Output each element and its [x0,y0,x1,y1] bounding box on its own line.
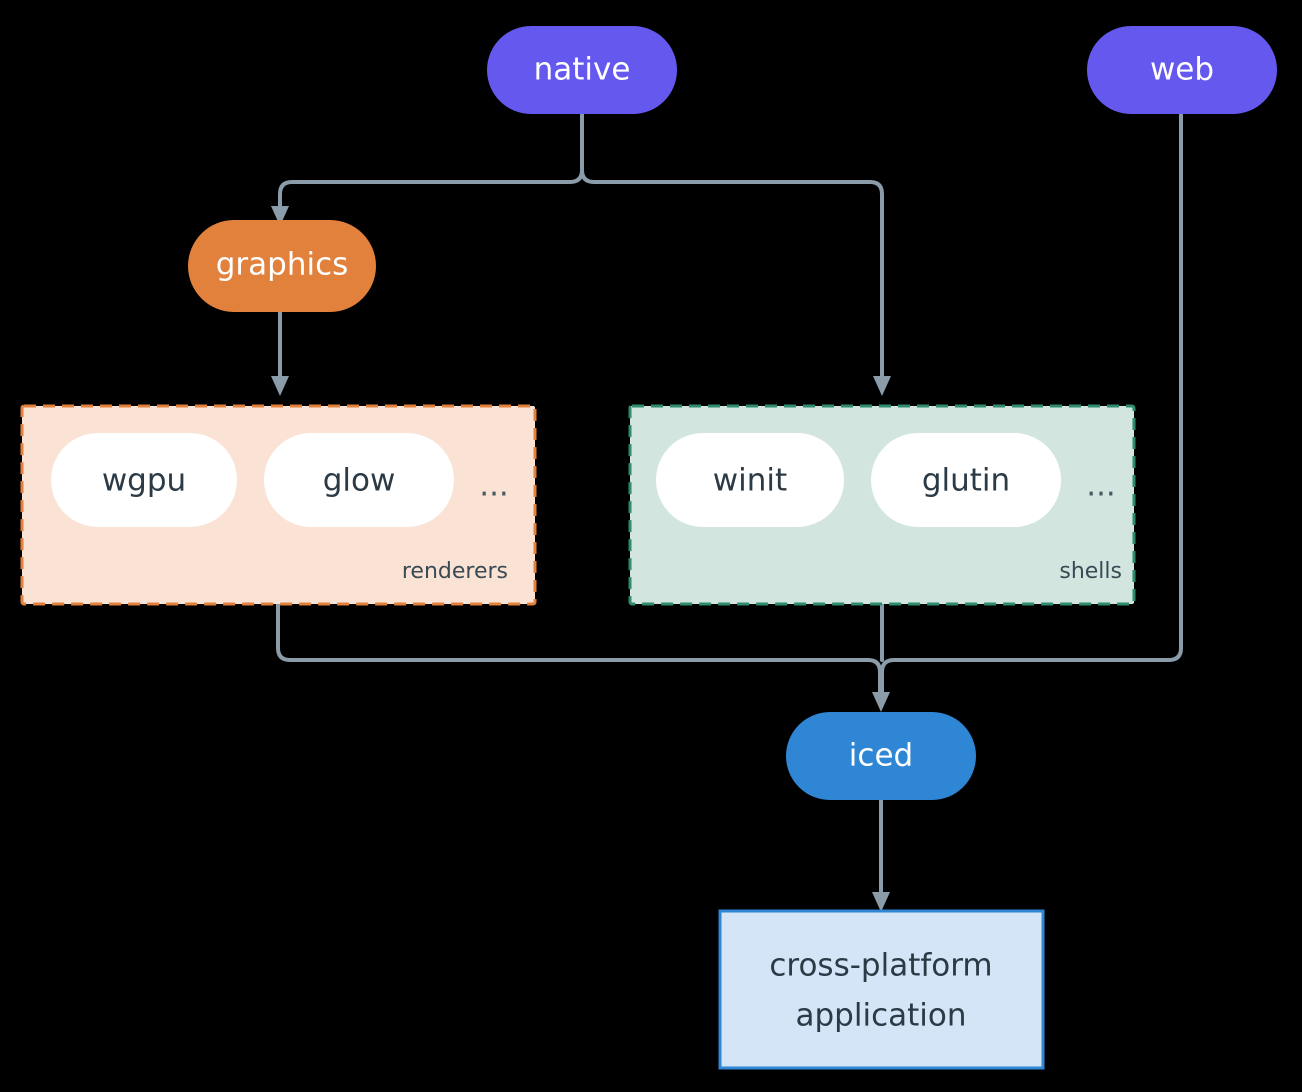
shell-item-glutin-shape [871,433,1061,527]
renderer-item-wgpu-label: wgpu [102,463,186,499]
node-native-shape [487,26,677,114]
node-graphics-shape [188,220,376,312]
node-web-shape [1087,26,1277,114]
node-application-label-line2: application [796,998,967,1034]
node-graphics[interactable]: graphics [188,220,376,312]
shell-item-glutin[interactable]: glutin [871,433,1061,527]
node-graphics-label: graphics [216,247,349,283]
group-renderers-title: renderers [402,559,508,584]
group-shells-title: shells [1059,559,1122,584]
shell-item-glutin-label: glutin [922,463,1010,499]
renderer-item-glow-label: glow [323,463,396,499]
arrowhead-native-graphics [271,206,289,226]
node-web-label: web [1150,52,1214,88]
arrowhead-iced-application [872,892,890,912]
shell-item-winit[interactable]: winit [656,433,844,527]
node-application-label-line1: cross-platform [769,948,992,984]
renderer-item-wgpu-shape [51,433,237,527]
arrowhead-graphics-renderers [271,376,289,396]
edge-native-shells [580,168,884,384]
group-shells[interactable]: winit glutin ... shells [628,404,1136,606]
group-renderers[interactable]: wgpu glow ... renderers [20,404,537,606]
arrowhead-native-shells [873,376,891,396]
edge-renderers-iced [276,602,882,700]
node-iced[interactable]: iced [786,712,976,800]
edge-web-iced [880,112,1183,700]
node-iced-label: iced [849,738,913,774]
renderer-item-glow[interactable]: glow [264,433,454,527]
shell-item-winit-label: winit [713,463,787,499]
node-application[interactable]: cross-platform application [718,909,1045,1070]
renderer-item-glow-shape [264,433,454,527]
renderer-item-wgpu[interactable]: wgpu [51,433,237,527]
node-iced-shape [786,712,976,800]
renderer-items-ellipsis: ... [479,468,509,504]
edge-native-bus [278,112,584,216]
node-application-shape [718,909,1045,1070]
node-native-label: native [534,52,631,88]
shell-items-ellipsis: ... [1086,468,1116,504]
shell-item-winit-shape [656,433,844,527]
node-native[interactable]: native [487,26,677,114]
node-web[interactable]: web [1087,26,1277,114]
arrowhead-merge-iced [872,692,890,712]
edge-layer [271,112,1183,912]
